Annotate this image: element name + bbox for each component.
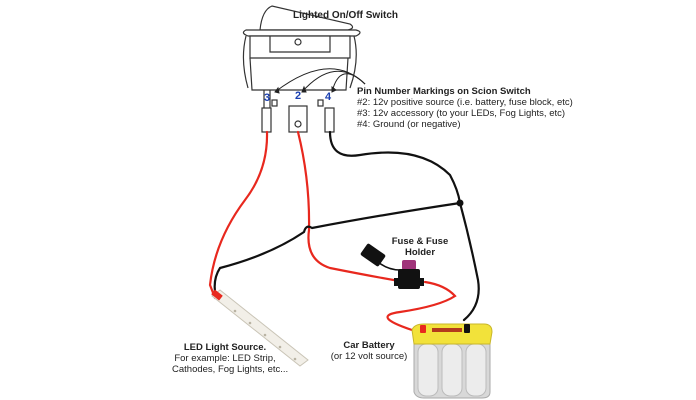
wire-fuse-to-battery: [386, 280, 457, 332]
pin-number-4: 4: [325, 91, 332, 103]
car-battery: [411, 323, 493, 399]
pin-pointer-arrows: [274, 68, 366, 94]
fuse-cap: [360, 243, 386, 267]
led-label: LED Light Source. For example: LED Strip…: [172, 342, 289, 375]
wires: [208, 130, 480, 332]
pin-marking-line: #3: 12v accessory (to your LEDs, Fog Lig…: [357, 108, 566, 119]
pin-marking-line: #2: 12v positive source (i.e. battery, f…: [357, 97, 573, 108]
pin-number-2: 2: [295, 90, 302, 102]
wire-pin4-ground: [328, 130, 462, 205]
fuse-label: Fuse & Fuse Holder: [390, 236, 450, 258]
ground-junction: [456, 199, 464, 207]
fuse-label-line1: Fuse & Fuse: [391, 236, 449, 247]
led-label-line1: For example: LED Strip,: [174, 353, 276, 364]
battery-label-subtitle: (or 12 volt source): [330, 351, 408, 362]
negative-terminal: [464, 324, 470, 333]
fuse-element: [402, 260, 416, 270]
switch-indicator: [294, 38, 302, 46]
led-label-heading: LED Light Source.: [183, 342, 267, 353]
switch-bezel: [242, 29, 361, 37]
wire-ground-to-led: [213, 201, 462, 300]
terminal-2: [288, 105, 308, 133]
pin-markings-legend: Pin Number Markings on Scion Switch #2: …: [357, 86, 573, 130]
rocker-switch: [242, 5, 361, 133]
positive-terminal: [420, 325, 426, 333]
rocker-top: [259, 5, 354, 31]
led-strip: [211, 289, 309, 367]
wire-pin2-to-fuse: [296, 130, 407, 284]
switch-title: Lighted On/Off Switch: [293, 10, 398, 21]
terminal-3: [261, 107, 272, 133]
pin-markings-heading: Pin Number Markings on Scion Switch: [357, 86, 531, 97]
wire-pin3-to-led: [208, 130, 269, 300]
fuse-label-line2: Holder: [404, 247, 436, 258]
fuse-holder: [360, 243, 424, 289]
terminal-4: [324, 107, 335, 133]
pin-marking-line: #4: Ground (or negative): [357, 119, 461, 130]
led-label-line2: Cathodes, Fog Lights, etc...: [172, 364, 289, 375]
battery-label-heading: Car Battery: [343, 340, 395, 351]
battery-label: Car Battery (or 12 volt source): [326, 340, 412, 362]
wire-ground-to-battery: [458, 201, 480, 322]
pin-number-3: 3: [264, 92, 271, 104]
